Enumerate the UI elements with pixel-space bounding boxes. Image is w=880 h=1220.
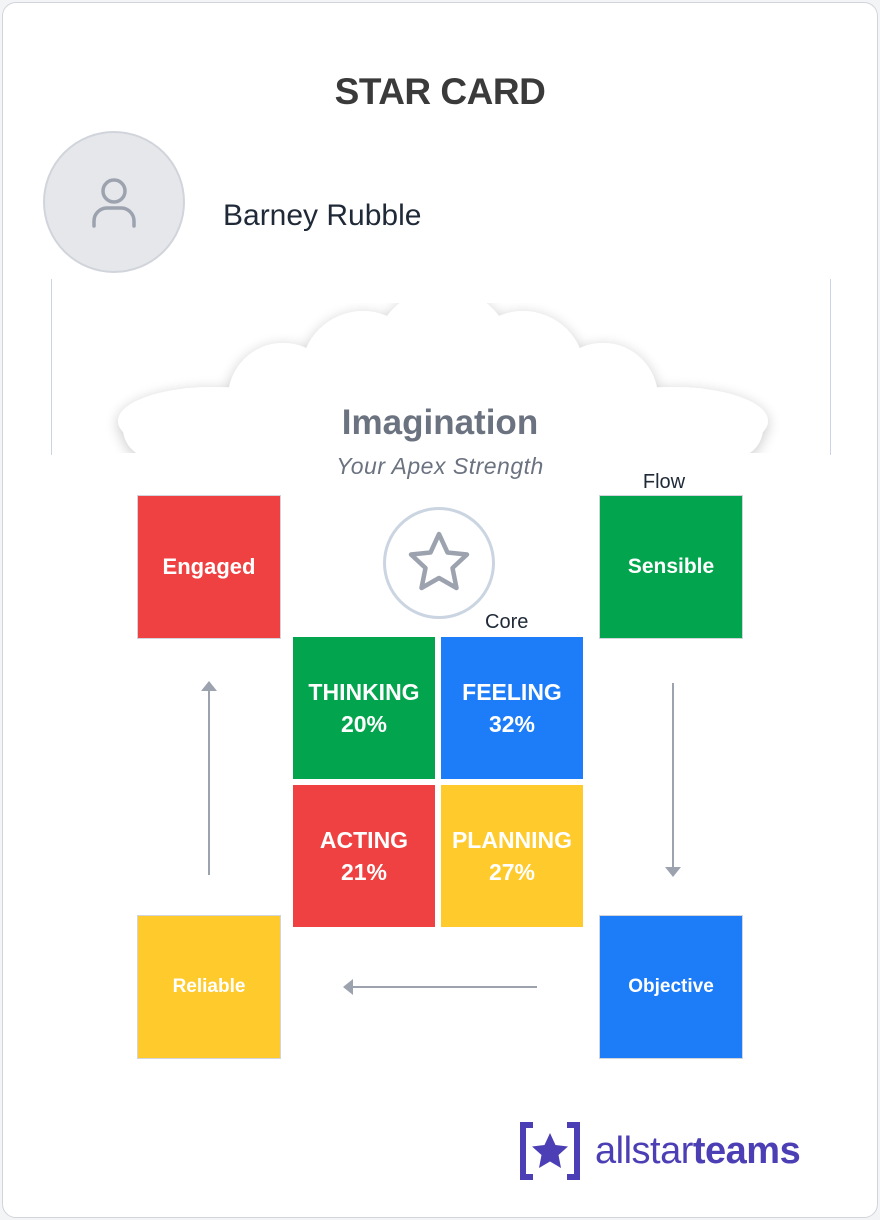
quadrant-value: 27% [488, 859, 536, 885]
flow-box-label: Engaged [162, 554, 256, 579]
flow-box-sensible: Sensible [599, 495, 743, 639]
flow-box-reliable: Reliable [137, 915, 281, 1059]
arrow-down-icon [665, 683, 681, 877]
logo-wordmark-part1: allstar [595, 1129, 693, 1172]
star-badge [383, 507, 495, 619]
quadrant-value: 20% [340, 711, 388, 737]
quadrant-feeling: FEELING 32% [441, 637, 583, 779]
flow-label: Flow [642, 471, 686, 493]
quadrant-thinking: THINKING 20% [293, 637, 435, 779]
quadrant-planning: PLANNING 27% [441, 785, 583, 927]
user-name: Barney Rubble [223, 199, 422, 232]
quadrant-value: 32% [488, 711, 536, 737]
arrow-left-icon [343, 979, 537, 995]
star-icon [408, 531, 470, 591]
user-icon [92, 178, 136, 228]
quadrant-label: ACTING [319, 827, 409, 853]
flow-box-label: Reliable [172, 976, 246, 997]
quadrant-value: 21% [340, 859, 388, 885]
avatar [43, 131, 185, 273]
apex-strength-subtitle: Your Apex Strength [336, 453, 544, 479]
quadrant-acting: ACTING 21% [293, 785, 435, 927]
quadrant-label: PLANNING [451, 827, 573, 853]
flow-box-engaged: Engaged [137, 495, 281, 639]
arrow-up-icon [201, 681, 217, 875]
flow-box-objective: Objective [599, 915, 743, 1059]
flow-box-label: Sensible [627, 555, 715, 578]
core-label: Core [485, 611, 529, 633]
allstarteams-logo: allstarteams [519, 1121, 801, 1181]
quadrant-label: FEELING [462, 679, 562, 705]
quadrant-label: THINKING [308, 679, 420, 705]
logo-wordmark: allstarteams [595, 1129, 801, 1173]
apex-strength-name: Imagination [341, 403, 539, 442]
apex-frame [51, 279, 831, 455]
logo-wordmark-part2: teams [692, 1129, 801, 1172]
flow-box-label: Objective [628, 976, 714, 997]
card-title: STAR CARD [334, 71, 546, 112]
star-bracket-logo-icon [520, 1122, 580, 1180]
